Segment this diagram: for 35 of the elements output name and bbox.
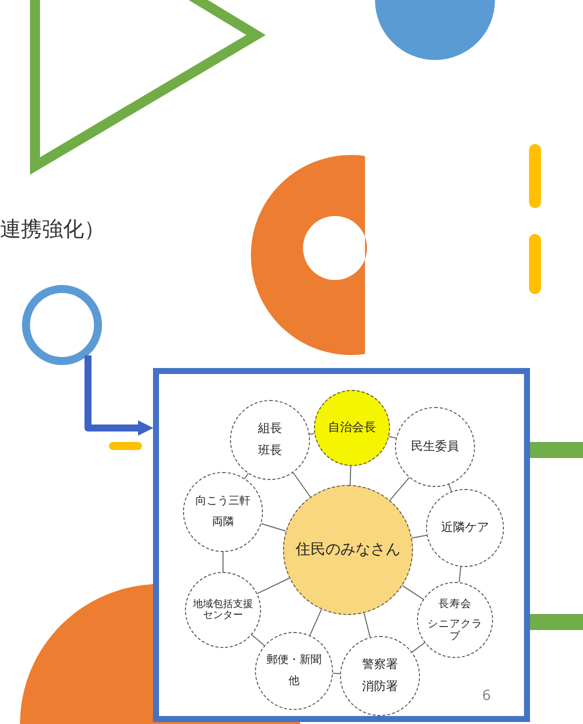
circle-label: シニアクラブ xyxy=(426,618,484,642)
connector-line xyxy=(364,612,371,638)
connector-line xyxy=(332,672,341,674)
connector-line xyxy=(260,523,286,532)
circle-label: 消防署 xyxy=(362,680,398,694)
connector-line xyxy=(222,552,224,572)
connector-line xyxy=(350,465,352,486)
connector-line xyxy=(458,566,462,583)
connector-line xyxy=(388,436,396,439)
circle-label: 班長 xyxy=(258,444,282,458)
circle-label: 住民のみなさん xyxy=(296,541,400,559)
connector-line xyxy=(309,608,322,636)
circle-label: 地域包括支援センター xyxy=(192,598,254,622)
connector-line xyxy=(292,472,311,498)
heading-text: 連携強化） xyxy=(0,216,105,243)
slide-frame xyxy=(153,368,530,722)
connector-line xyxy=(389,477,410,501)
connector-line xyxy=(256,578,290,594)
circle-label: 警察署 xyxy=(362,658,398,672)
circle-label: 向こう三軒 xyxy=(196,495,250,508)
arrow xyxy=(84,355,154,436)
connector-line xyxy=(411,534,428,538)
circle-label: 自治会長 xyxy=(328,421,376,435)
connector-line xyxy=(402,585,424,600)
circle-label: 民生委員 xyxy=(411,440,459,454)
connector-line xyxy=(251,634,265,646)
circle-label: 長寿会 xyxy=(438,598,472,610)
circle-label: 近隣ケア xyxy=(441,521,489,535)
page-number: 6 xyxy=(482,688,491,704)
circle-label: 郵便・新聞 xyxy=(266,654,322,667)
circle-label: 他 xyxy=(288,675,300,688)
circle-label: 組長 xyxy=(258,422,282,436)
ring-shape xyxy=(22,285,102,365)
circle-label: 両隣 xyxy=(212,516,234,529)
connector-line xyxy=(412,642,426,653)
